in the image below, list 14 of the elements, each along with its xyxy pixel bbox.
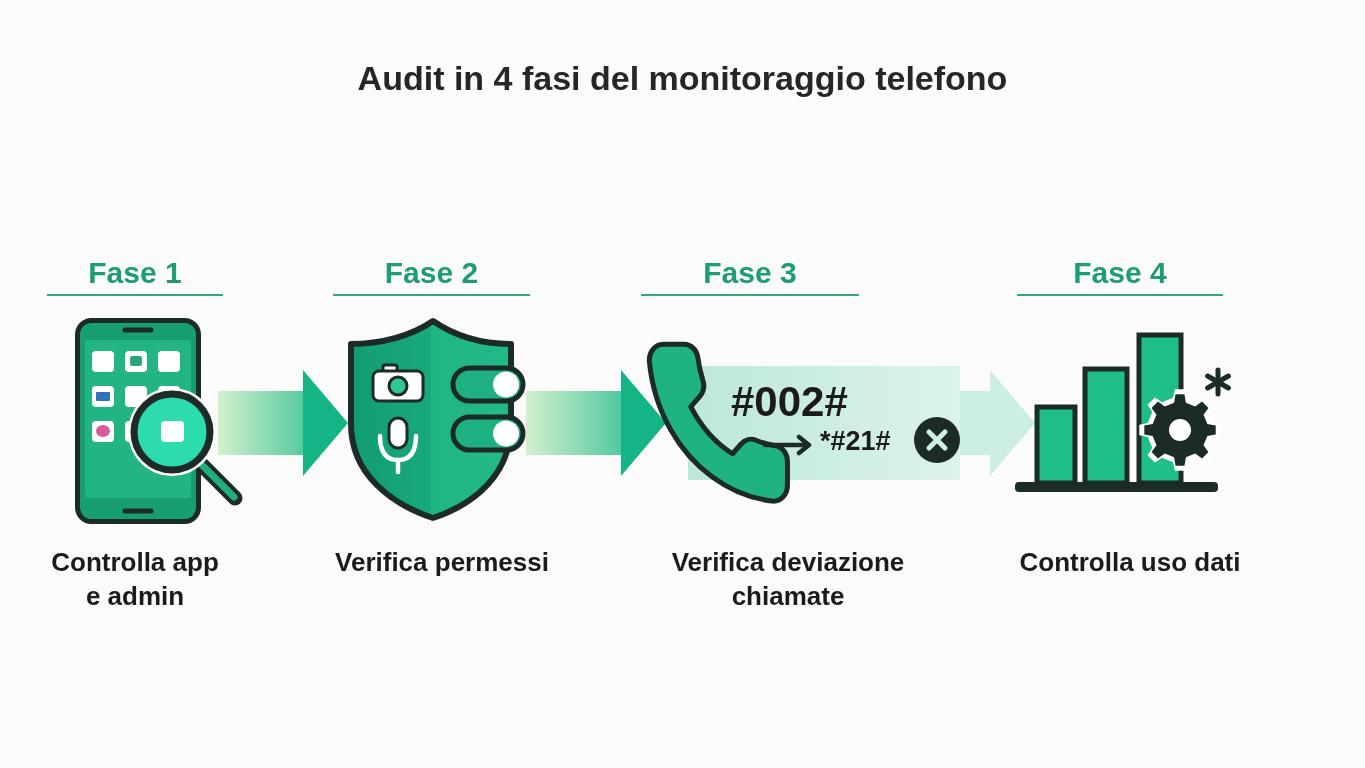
step-heading: Fase 3	[703, 258, 797, 288]
dial-code: #002#	[731, 381, 848, 423]
step-heading: Fase 4	[1073, 258, 1167, 288]
step-description: Verifica permessi	[335, 546, 549, 579]
step-description: Verifica deviazione chiamate	[670, 546, 906, 613]
block-arrow	[526, 370, 666, 476]
step-description: Controlla app e admin	[50, 546, 220, 613]
step-description: Controlla uso dati	[1019, 546, 1241, 579]
diagram-title: Audit in 4 fasi del monitoraggio telefono	[357, 58, 1008, 99]
step-heading: Fase 1	[88, 258, 182, 288]
block-arrow	[218, 370, 348, 476]
dial-code: *#21#	[820, 428, 891, 455]
block-arrow	[960, 370, 1035, 476]
step-heading: Fase 2	[384, 258, 479, 288]
